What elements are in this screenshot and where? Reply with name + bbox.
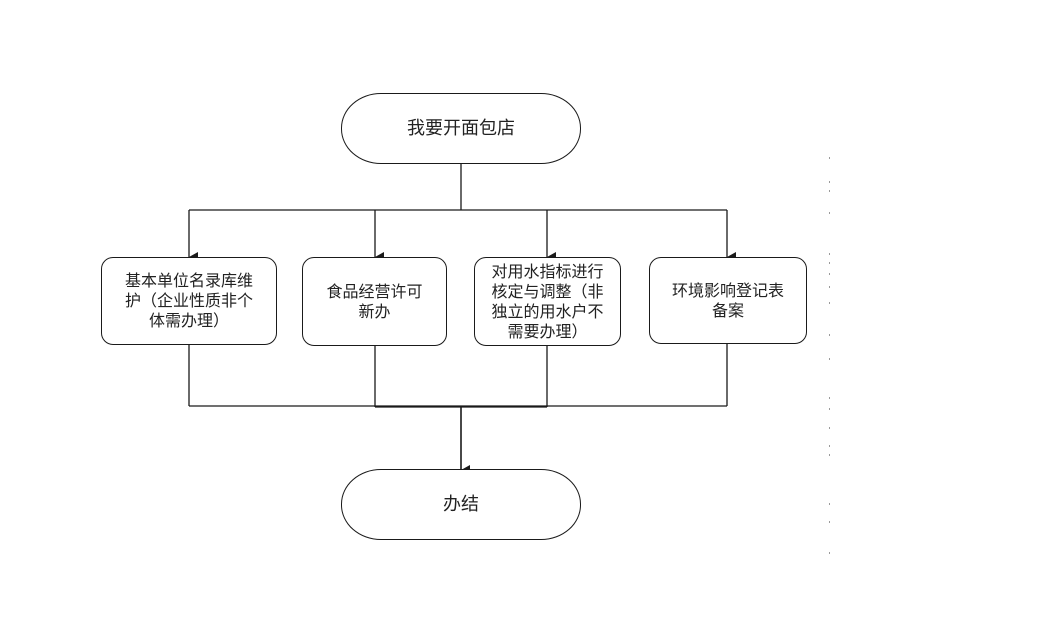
- label-line: 核定与调整（非: [491, 281, 604, 301]
- process-node-label: 对用水指标进行 核定与调整（非 独立的用水户不 需要办理）: [491, 262, 603, 342]
- label-line: 环境影响登记表: [671, 280, 784, 300]
- start-node: 我要开面包店: [341, 93, 581, 164]
- process-node-label: 环境影响登记表 备案: [672, 281, 784, 321]
- label-line: 基本单位名录库维: [124, 271, 253, 290]
- end-node-label: 办结: [443, 493, 479, 515]
- label-line: 独立的用水户不: [491, 301, 604, 321]
- start-node-label: 我要开面包店: [407, 117, 515, 139]
- label-line: 备案: [711, 300, 744, 320]
- label-line: 护（企业性质非个: [124, 291, 253, 310]
- process-node-food-license: 食品经营许可 新办: [302, 257, 447, 346]
- label-line: 对用水指标进行: [491, 261, 604, 281]
- process-node-label: 食品经营许可 新办: [326, 282, 422, 322]
- label-line: 新办: [358, 301, 391, 321]
- process-node-directory-maintenance: 基本单位名录库维 护（企业性质非个 体需办理）: [101, 257, 277, 345]
- process-node-label: 基本单位名录库维 护（企业性质非个 体需办理）: [125, 271, 253, 331]
- label-line: 体需办理）: [148, 311, 229, 330]
- label-line: 食品经营许可: [326, 281, 423, 301]
- process-node-environment-filing: 环境影响登记表 备案: [649, 257, 807, 344]
- label-line: 需要办理）: [507, 321, 588, 341]
- process-node-water-quota: 对用水指标进行 核定与调整（非 独立的用水户不 需要办理）: [474, 257, 621, 346]
- end-node: 办结: [341, 469, 581, 540]
